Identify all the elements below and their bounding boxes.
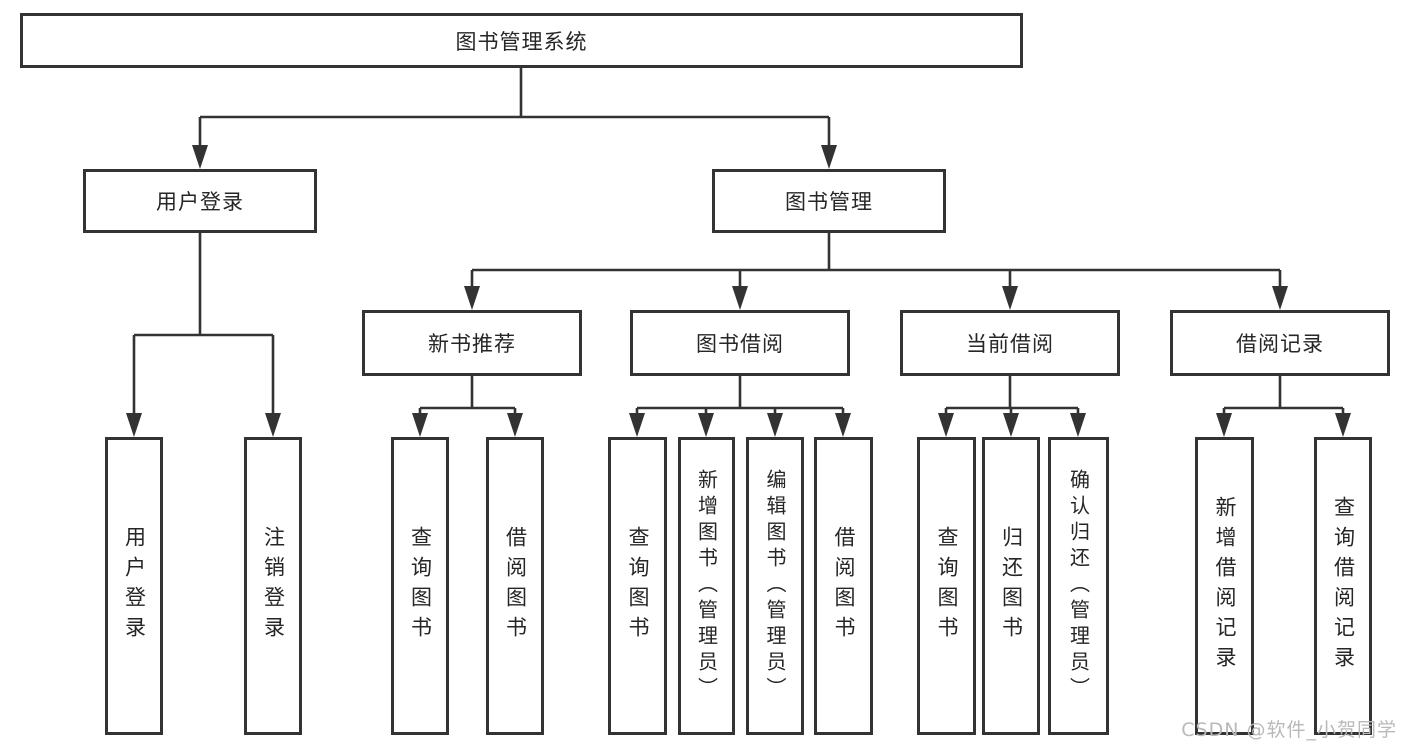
node-user-login-label: 用户登录 xyxy=(156,190,244,214)
leaf-return-books: 归还图书 xyxy=(982,437,1040,735)
leaf-confirm-return-admin-label: 确认归还（管理员） xyxy=(1066,469,1091,703)
leaf-logout: 注销登录 xyxy=(244,437,302,735)
leaf-edit-books-admin-label: 编辑图书（管理员） xyxy=(763,469,787,703)
leaf-recommend-query-books: 查询图书 xyxy=(391,437,449,735)
leaf-add-borrow-record-label: 新增借阅记录 xyxy=(1213,496,1237,676)
connector-borrow-to-leaves xyxy=(635,376,845,415)
leaf-borrow-books-label: 借阅图书 xyxy=(832,526,856,646)
leaf-user-login: 用户登录 xyxy=(105,437,163,735)
csdn-watermark: CSDN @软件_小贺同学 xyxy=(1181,719,1397,741)
node-book-management-label: 图书管理 xyxy=(785,190,873,214)
arrowheads xyxy=(126,145,1351,437)
leaf-borrow-books: 借阅图书 xyxy=(814,437,873,735)
leaf-query-borrow-record-label: 查询借阅记录 xyxy=(1331,496,1356,676)
connector-bookmgmt-to-level3 xyxy=(470,233,1282,288)
node-new-book-recommend-label: 新书推荐 xyxy=(428,332,516,356)
leaf-current-query-books: 查询图书 xyxy=(917,437,976,735)
leaf-logout-label: 注销登录 xyxy=(261,526,286,646)
node-book-management: 图书管理 xyxy=(712,169,946,233)
leaf-add-borrow-record: 新增借阅记录 xyxy=(1195,437,1254,735)
connector-userlogin-to-leaves xyxy=(132,233,275,415)
leaf-recommend-borrow-books: 借阅图书 xyxy=(486,437,544,735)
node-root-system: 图书管理系统 xyxy=(20,13,1023,68)
leaf-query-borrow-record: 查询借阅记录 xyxy=(1314,437,1372,735)
leaf-current-query-books-label: 查询图书 xyxy=(935,526,959,646)
leaf-add-books-admin-label: 新增图书（管理员） xyxy=(694,469,719,703)
leaf-user-login-label: 用户登录 xyxy=(122,526,147,646)
connector-current-to-leaves xyxy=(944,376,1080,415)
node-borrow-records: 借阅记录 xyxy=(1170,310,1390,376)
leaf-borrow-query-books: 查询图书 xyxy=(608,437,667,735)
node-current-borrow-label: 当前借阅 xyxy=(966,332,1054,356)
leaf-borrow-query-books-label: 查询图书 xyxy=(626,526,650,646)
node-book-borrow: 图书借阅 xyxy=(630,310,850,376)
connector-root-to-level2 xyxy=(198,68,831,147)
node-user-login: 用户登录 xyxy=(83,169,317,233)
leaf-edit-books-admin: 编辑图书（管理员） xyxy=(746,437,804,735)
node-current-borrow: 当前借阅 xyxy=(900,310,1120,376)
connector-records-to-leaves xyxy=(1222,376,1345,415)
leaf-recommend-borrow-books-label: 借阅图书 xyxy=(503,526,528,646)
leaf-confirm-return-admin: 确认归还（管理员） xyxy=(1048,437,1109,735)
connector-recommend-to-leaves xyxy=(418,376,517,415)
leaf-recommend-query-books-label: 查询图书 xyxy=(408,526,433,646)
leaf-add-books-admin: 新增图书（管理员） xyxy=(678,437,735,735)
node-root-label: 图书管理系统 xyxy=(455,29,588,54)
node-book-borrow-label: 图书借阅 xyxy=(696,332,784,356)
leaf-return-books-label: 归还图书 xyxy=(999,526,1024,646)
node-borrow-records-label: 借阅记录 xyxy=(1236,332,1324,356)
node-new-book-recommend: 新书推荐 xyxy=(362,310,582,376)
